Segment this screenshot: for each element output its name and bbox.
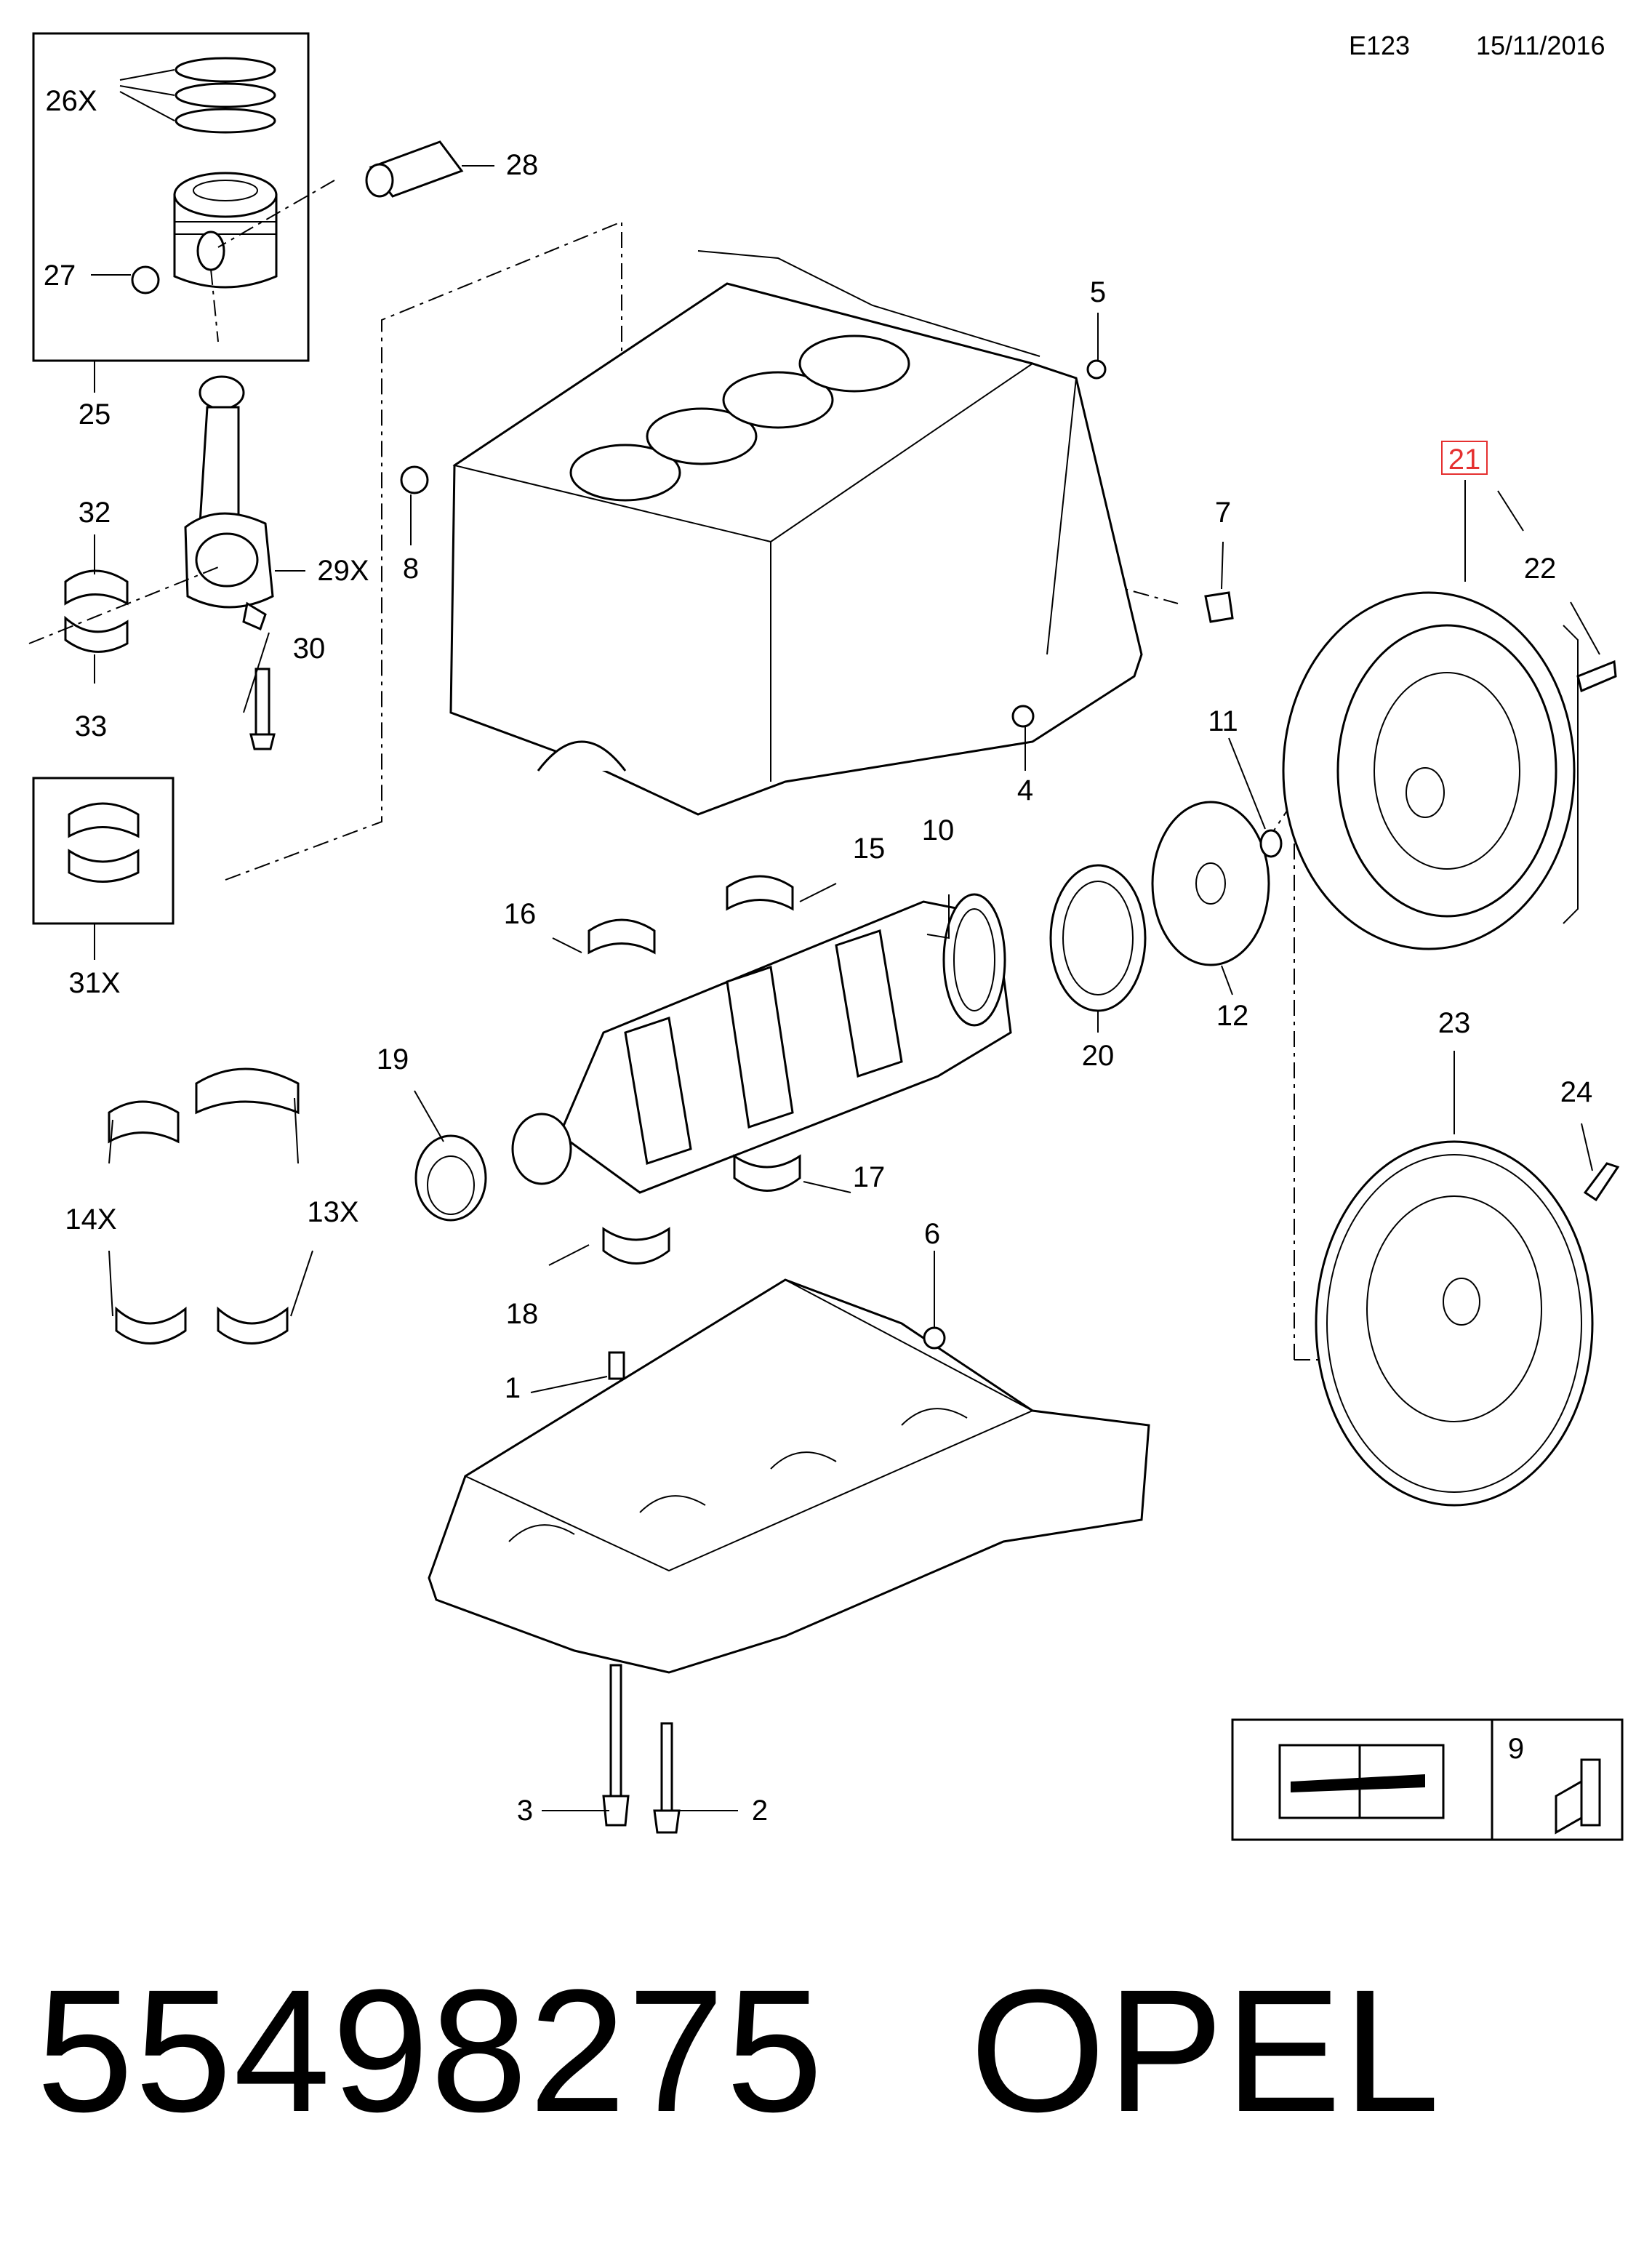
rear-seal: [1049, 864, 1147, 1012]
callout-3: 3: [517, 1795, 533, 1827]
callout-6: 6: [924, 1218, 940, 1250]
brand-name: OPEL: [969, 1953, 1442, 2148]
callout-9: 9: [1508, 1733, 1524, 1765]
crankshaft: [511, 893, 1012, 1194]
callout-4: 4: [1017, 774, 1033, 806]
callout-30: 30: [293, 633, 326, 665]
callout-25: 25: [79, 398, 111, 430]
callout-14: 14X: [65, 1203, 116, 1235]
callout-20: 20: [1082, 1040, 1115, 1072]
callout-27: 27: [44, 260, 76, 292]
callout-7: 7: [1215, 497, 1231, 529]
callout-31: 31X: [68, 967, 120, 999]
callout-5: 5: [1090, 276, 1106, 308]
callout-29: 29X: [317, 555, 369, 587]
bedplate-bolts: [602, 1664, 681, 1834]
callout-28: 28: [506, 149, 539, 181]
part-number: 55498275: [36, 1953, 825, 2148]
callout-11: 11: [1208, 705, 1238, 737]
leader-lines: [91, 69, 1600, 1811]
callout-2: 2: [752, 1795, 768, 1827]
bedplate: [428, 1278, 1150, 1674]
callout-21-highlight: [1441, 441, 1488, 475]
pilot-bush: [1259, 829, 1283, 858]
callout-16: 16: [504, 898, 537, 930]
callout-22: 22: [1524, 553, 1557, 585]
bearing-box: [32, 777, 175, 925]
callout-32: 32: [79, 497, 111, 529]
callout-10: 10: [922, 814, 955, 846]
callout-1: 1: [505, 1372, 521, 1404]
diagram-date: 15/11/2016: [1476, 31, 1605, 60]
engine-block: [400, 250, 1234, 816]
callout-26: 26X: [45, 85, 97, 117]
exploded-parts-diagram: 1 2 3 4 5 6 7 8 9 10 11 12 13X 14X 15 16…: [28, 32, 1624, 1841]
callout-12: 12: [1216, 1000, 1249, 1032]
conrod-bearing: [28, 566, 219, 653]
callout-19: 19: [377, 1043, 409, 1075]
piston-assembly-box: [32, 32, 310, 362]
reluctor-plate: [1151, 801, 1270, 966]
callout-13: 13X: [307, 1196, 358, 1228]
connecting-rod: [184, 375, 276, 750]
main-bearings: [108, 875, 801, 1345]
piston-pin: [217, 140, 464, 248]
manual-wrench-icon: [1278, 1744, 1445, 1819]
callout-8: 8: [403, 553, 419, 585]
dual-mass-flywheel: [1282, 591, 1617, 950]
callout-23: 23: [1438, 1007, 1471, 1039]
sealant-tube-icon: [1555, 1758, 1601, 1835]
callout-17: 17: [853, 1161, 886, 1193]
diagram-code: E123: [1349, 31, 1411, 60]
flexplate: [1315, 1140, 1620, 1507]
legend-icons-box: [1231, 1718, 1624, 1841]
callout-15: 15: [853, 833, 886, 865]
callout-33: 33: [75, 710, 108, 742]
front-seal: [414, 1134, 487, 1222]
callout-18: 18: [506, 1298, 539, 1330]
callout-21: 21: [1448, 444, 1481, 476]
callout-24: 24: [1560, 1076, 1593, 1108]
